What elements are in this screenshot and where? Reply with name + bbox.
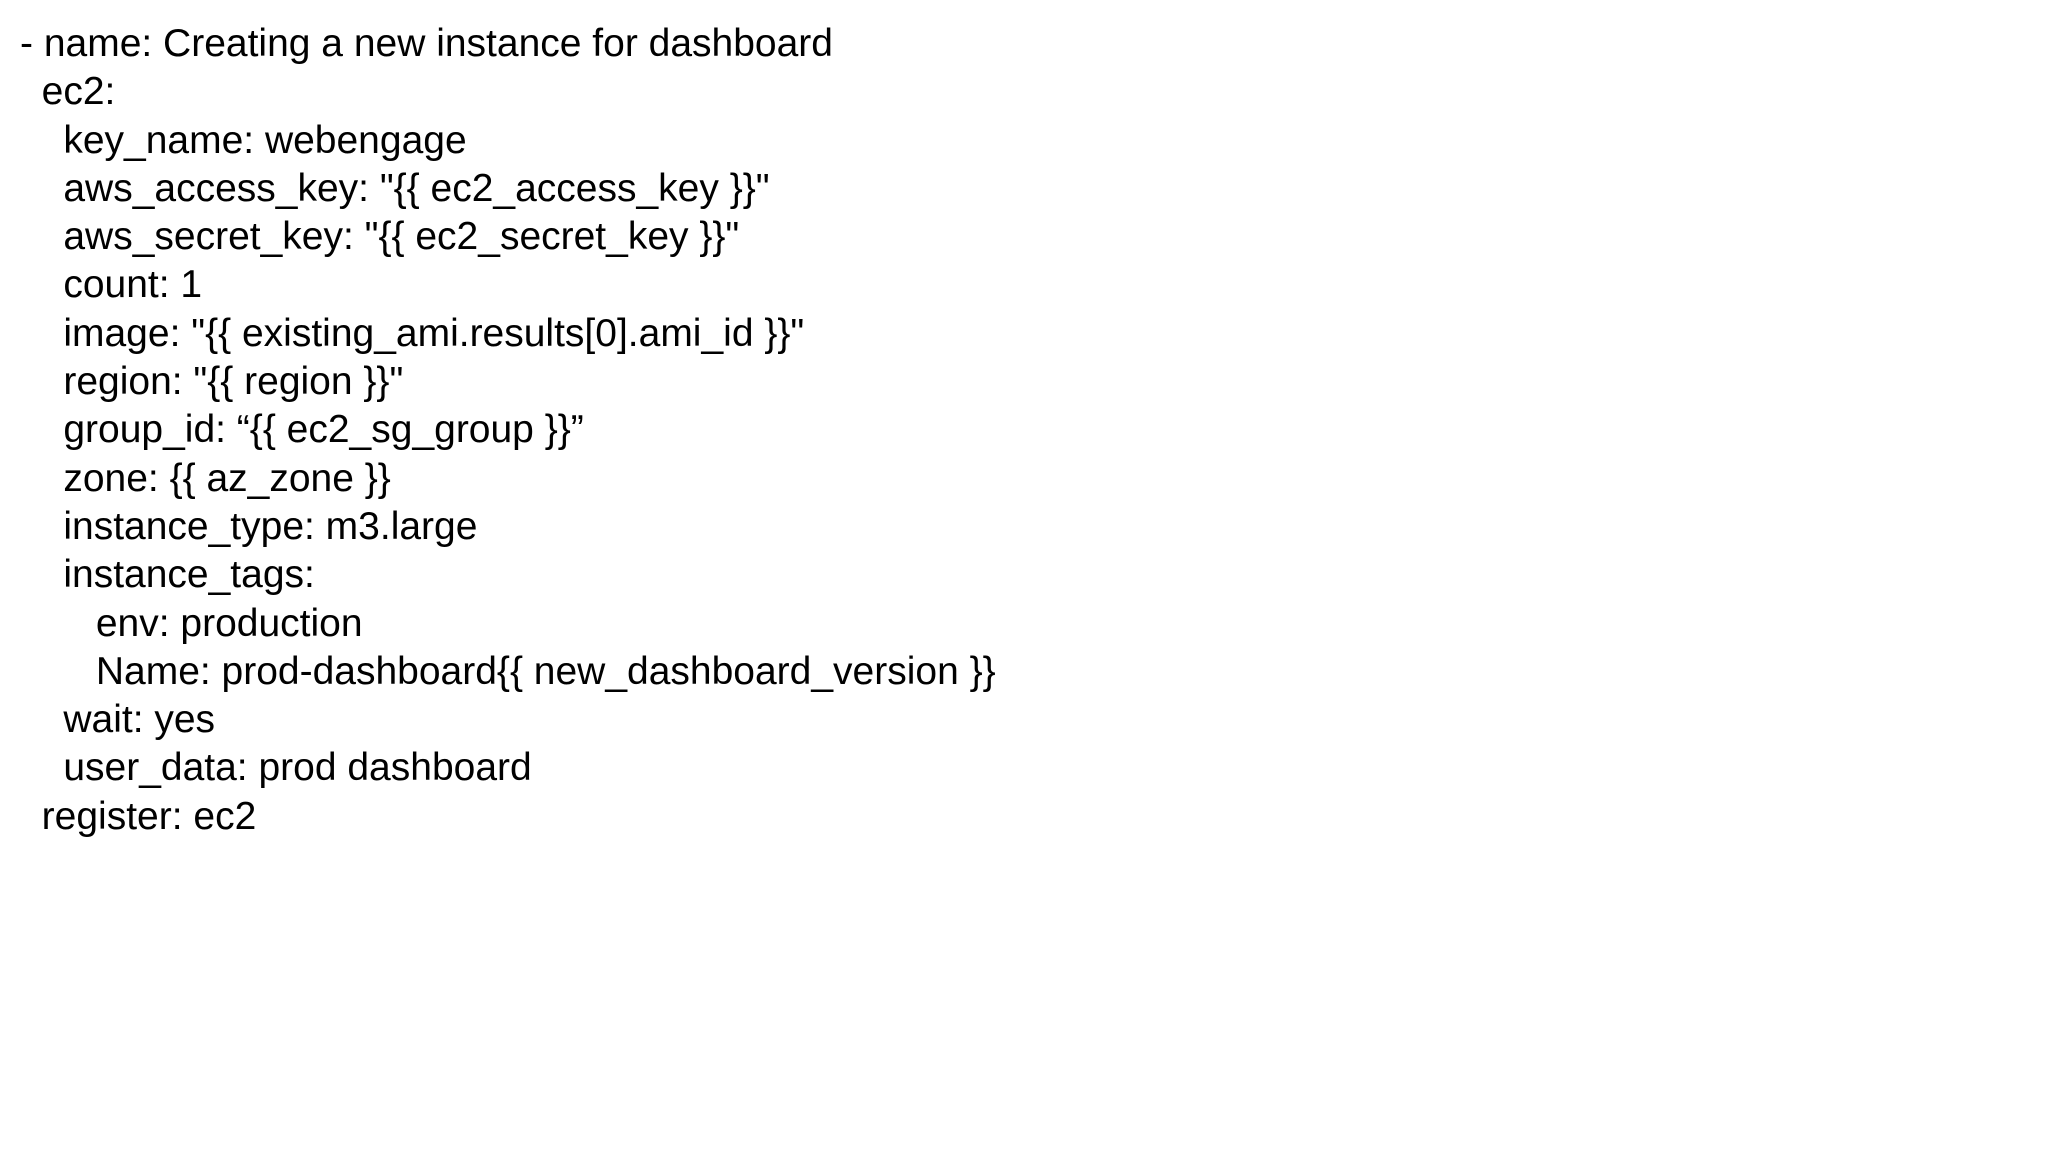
task-name-line: - name: Creating a new instance for dash… [20, 22, 833, 65]
instance-type-line: instance_type: m3.large [20, 504, 478, 548]
zone-line: zone: {{ az_zone }} [20, 456, 391, 500]
ec2-module-line: ec2: [20, 70, 116, 114]
user-data-line: user_data: prod dashboard [20, 746, 532, 790]
key-name-line: key_name: webengage [20, 118, 467, 162]
image-line: image: "{{ existing_ami.results[0].ami_i… [20, 311, 805, 355]
yaml-task-document: - name: Creating a new instance for dash… [20, 20, 996, 841]
instance-tags-line: instance_tags: [20, 553, 315, 597]
group-id-line: group_id: “{{ ec2_sg_group }}” [20, 408, 584, 452]
tag-env-line: env: production [20, 601, 363, 645]
register-line: register: ec2 [20, 794, 257, 838]
region-line: region: "{{ region }}" [20, 360, 404, 404]
tag-name-line: Name: prod-dashboard{{ new_dashboard_ver… [20, 649, 996, 693]
count-line: count: 1 [20, 263, 203, 307]
wait-line: wait: yes [20, 698, 216, 742]
aws-secret-key-line: aws_secret_key: "{{ ec2_secret_key }}" [20, 215, 740, 259]
aws-access-key-line: aws_access_key: "{{ ec2_access_key }}" [20, 166, 770, 210]
